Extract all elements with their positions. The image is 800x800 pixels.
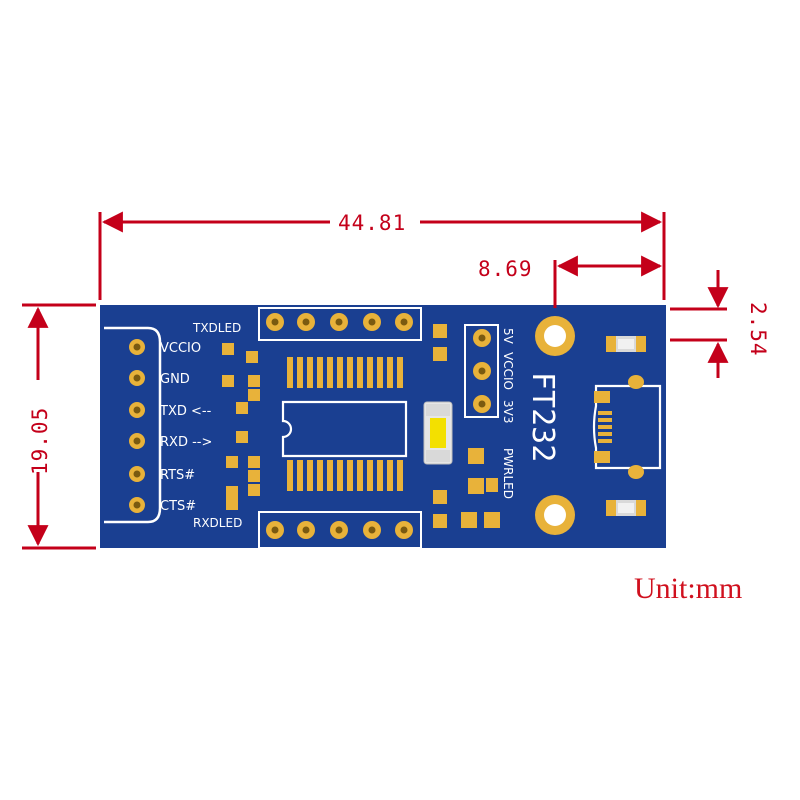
pin-label: GND [160,372,190,387]
micro-usb-footprint [592,375,662,479]
header-pin [129,339,145,355]
pin-label: RXD --> [160,435,212,450]
header-pin [129,433,145,449]
top-header [258,307,422,341]
header-outline [104,326,162,524]
dimension-hole-offset: 8.69 [478,257,533,281]
power-led [423,401,453,465]
dimension-length: 44.81 [338,211,406,235]
pwr-led-label: PWRLED [501,448,515,499]
top-label: TXDLED [192,321,241,335]
smd-resistor-bottom [606,500,646,516]
header-pin [129,466,145,482]
dimension-width: 19.05 [28,407,52,475]
pin-labels: VCCIO GND TXD <-- RXD --> RTS# CTS# [159,341,212,514]
bottom-header [258,511,422,549]
header-pin [129,497,145,513]
smd-pads-middle [433,324,500,528]
dimension-hole-edge: 2.54 [746,302,770,357]
jumper-label-5v: 5V [501,328,515,345]
bottom-label: RXDLED [193,516,242,530]
pcb-board: VCCIO GND TXD <-- RXD --> RTS# CTS# TXDL… [100,305,666,549]
jumper-label-3v3: 3V3 [501,400,515,423]
pin-label: RTS# [160,468,195,483]
jumper-label-vccio: VCCIO [501,352,515,390]
chip-name: FT232 [525,372,560,462]
pin-label: CTS# [160,499,196,514]
mounting-hole-bottom [535,495,575,535]
header-pin [129,402,145,418]
smd-resistor-top [606,336,646,352]
mounting-hole-top [535,316,575,356]
dimension-annotations [22,211,729,550]
pin-label: VCCIO [160,341,201,356]
pin-label: TXD <-- [159,404,212,419]
ft232-chip-footprint [281,357,408,491]
unit-label: Unit:mm [634,572,742,605]
header-pin [129,370,145,386]
left-header-pins [129,339,145,513]
smd-pads-left [222,343,260,510]
voltage-jumper [464,324,499,418]
